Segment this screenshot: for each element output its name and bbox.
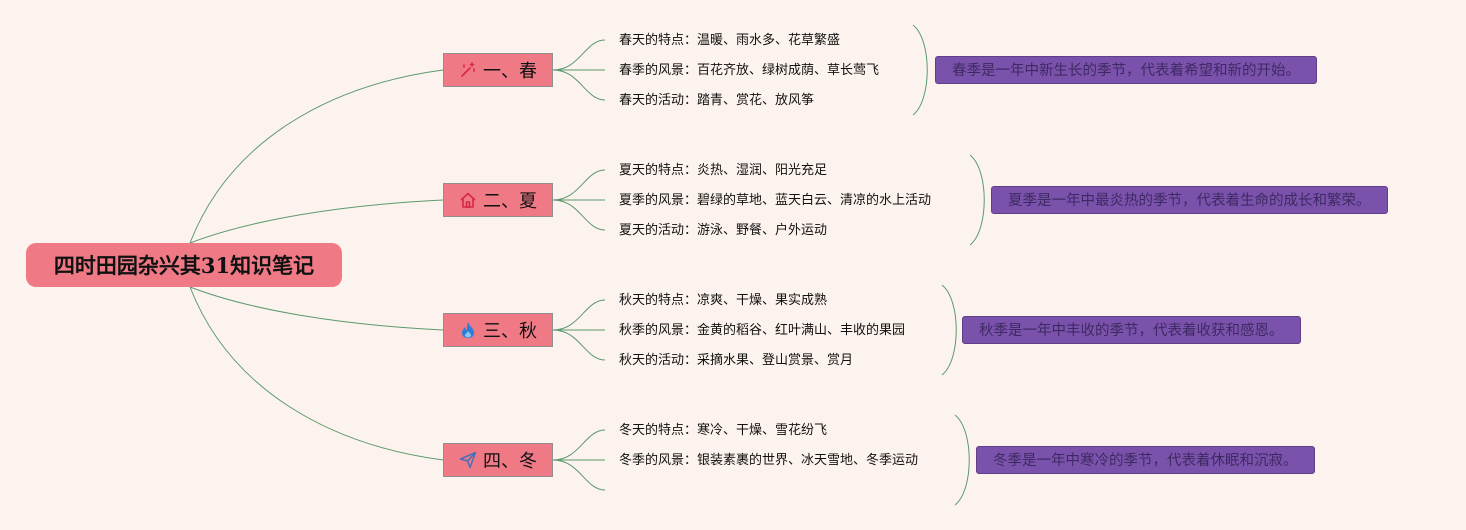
branch-node-autumn[interactable]: 三、秋: [443, 313, 553, 347]
flame-icon: [459, 321, 477, 339]
leaf-item[interactable]: 夏季的风景：碧绿的草地、蓝天白云、清凉的水上活动: [619, 193, 932, 208]
leaf-item[interactable]: 春季的风景：百花齐放、绿树成荫、草长莺飞: [619, 63, 880, 78]
root-node[interactable]: 四时田园杂兴其31知识笔记: [26, 243, 342, 287]
branch-label: 一、春: [483, 61, 537, 82]
summary-bracket-winter: [954, 414, 970, 506]
summary-bracket-summer: [969, 154, 985, 246]
leaf-item[interactable]: 秋季的风景：金黄的稻谷、红叶满山、丰收的果园: [619, 323, 906, 338]
branch-label: 四、冬: [483, 451, 537, 472]
root-connector-spring: [189, 69, 444, 244]
magic-wand-icon: [459, 61, 477, 79]
leaf-item[interactable]: 夏天的特点：炎热、湿润、阳光充足: [619, 163, 828, 178]
branch-label: 二、夏: [483, 191, 537, 212]
leaf-item[interactable]: 春天的活动：踏青、赏花、放风筝: [619, 93, 815, 108]
summary-summer[interactable]: 夏季是一年中最炎热的季节，代表着生命的成长和繁荣。: [991, 186, 1388, 214]
leaf-item[interactable]: 夏天的活动：游泳、野餐、户外运动: [619, 223, 828, 238]
root-connector-autumn: [189, 286, 444, 331]
house-icon: [459, 191, 477, 209]
leaf-item[interactable]: 春天的特点：温暖、雨水多、花草繁盛: [619, 33, 841, 48]
summary-bracket-autumn: [941, 284, 957, 376]
branch-node-winter[interactable]: 四、冬: [443, 443, 553, 477]
root-connector-summer: [189, 199, 444, 244]
summary-bracket-spring: [912, 24, 928, 116]
leaf-item[interactable]: 冬季的风景：银装素裹的世界、冰天雪地、冬季运动: [619, 453, 919, 468]
leaf-item[interactable]: 冬天的特点：寒冷、干燥、雪花纷飞: [619, 423, 828, 438]
branch-label: 三、秋: [483, 321, 537, 342]
root-connector-winter: [189, 286, 444, 461]
paper-plane-icon: [459, 451, 477, 469]
branch-node-summer[interactable]: 二、夏: [443, 183, 553, 217]
leaf-item[interactable]: 秋天的特点：凉爽、干燥、果实成熟: [619, 293, 828, 308]
summary-autumn[interactable]: 秋季是一年中丰收的季节，代表着收获和感恩。: [962, 316, 1301, 344]
branch-node-spring[interactable]: 一、春: [443, 53, 553, 87]
summary-spring[interactable]: 春季是一年中新生长的季节，代表着希望和新的开始。: [935, 56, 1317, 84]
leaf-item[interactable]: 秋天的活动：采摘水果、登山赏景、赏月: [619, 353, 854, 368]
summary-winter[interactable]: 冬季是一年中寒冷的季节，代表着休眠和沉寂。: [976, 446, 1315, 474]
